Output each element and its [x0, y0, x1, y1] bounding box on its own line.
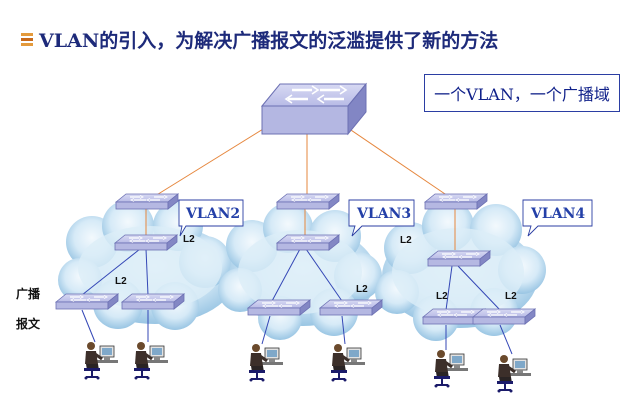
access-switch-icon [424, 193, 488, 210]
vlan-broadcast-domain-note: 一个VLAN，一个广播域 [424, 74, 620, 112]
l2-label: L2 [505, 291, 517, 302]
vlan4-callout: VLAN4 [522, 199, 593, 237]
user-workstation-icon [432, 348, 470, 389]
access-switch-icon [276, 234, 340, 251]
vlan2-callout: VLAN2 [178, 199, 244, 237]
access-switch-icon [114, 234, 178, 251]
core-switch-icon [260, 82, 368, 136]
access-switch-icon [276, 193, 340, 210]
user-workstation-icon [495, 353, 533, 394]
uplinks [145, 125, 456, 250]
vlan2-label: VLAN2 [185, 206, 240, 222]
access-switch-icon [247, 299, 311, 316]
access-switch-icon [319, 299, 383, 316]
vlan3-callout: VLAN3 [348, 199, 415, 237]
access-switch-icon [472, 308, 536, 325]
vlan4-cloud [375, 200, 546, 341]
lan-links [81, 248, 513, 355]
access-switch-icon [427, 250, 491, 267]
page-title-text: VLAN的引入，为解决广播报文的泛滥提供了新的方法 [39, 29, 499, 52]
access-switch-icon [121, 293, 185, 310]
user-workstation-icon [82, 340, 120, 381]
l2-label: L2 [115, 276, 127, 287]
user-workstation-icon [247, 342, 285, 383]
bullet-icon [21, 32, 33, 46]
access-switch-icon [115, 193, 179, 210]
l2-label: L2 [400, 235, 412, 246]
side-label-packet: 报文 [16, 316, 41, 331]
l2-label: L2 [356, 284, 368, 295]
user-workstation-icon [132, 340, 170, 381]
user-workstation-icon [329, 342, 367, 383]
l2-label: L2 [183, 234, 195, 245]
page-title: VLAN的引入，为解决广播报文的泛滥提供了新的方法 [20, 28, 499, 52]
vlan4-label: VLAN4 [530, 206, 585, 222]
note-text: 一个VLAN，一个广播域 [434, 85, 610, 104]
access-switch-icon [55, 293, 119, 310]
vlan3-label: VLAN3 [356, 206, 411, 222]
side-label-broadcast: 广播 [16, 286, 41, 301]
l2-label: L2 [436, 291, 448, 302]
